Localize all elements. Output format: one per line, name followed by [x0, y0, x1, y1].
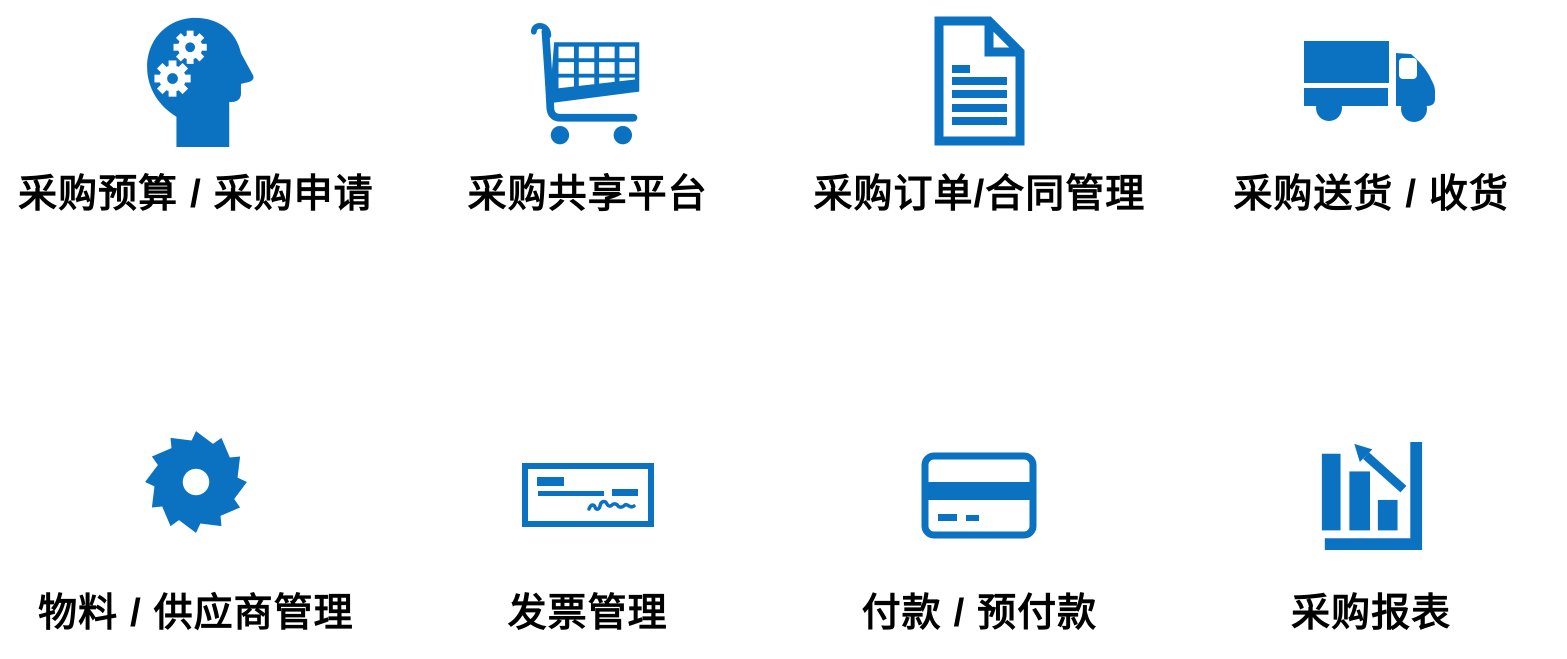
- module-label: 采购报表: [1291, 592, 1452, 635]
- head-gears-icon: [136, 15, 256, 147]
- bank-check-icon: [521, 463, 654, 527]
- bar-chart-icon: [1316, 439, 1426, 552]
- module-label: 付款 / 预付款: [861, 592, 1098, 635]
- module-label: 物料 / 供应商管理: [38, 592, 354, 635]
- module-label: 采购订单/合同管理: [813, 172, 1146, 216]
- shopping-cart-icon: [529, 15, 647, 147]
- module-label: 采购送货 / 收货: [1233, 172, 1509, 216]
- module-label: 发票管理: [507, 592, 668, 635]
- module-label: 采购预算 / 采购申请: [18, 172, 374, 216]
- icon-row-1: [0, 0, 1567, 162]
- row-gap: [0, 226, 1567, 410]
- icon-row-2: [0, 410, 1567, 580]
- label-band-row2: 物料 / 供应商管理 发票管理 付款 / 预付款 采购报表: [0, 580, 1567, 647]
- saw-blade-icon: [143, 427, 249, 537]
- document-icon: [932, 16, 1027, 146]
- delivery-truck-icon: [1301, 38, 1441, 124]
- module-label: 采购共享平台: [467, 172, 708, 216]
- credit-card-icon: [921, 452, 1037, 539]
- label-band-row1: 采购预算 / 采购申请 采购共享平台 采购订单/合同管理 采购送货 / 收货: [0, 162, 1567, 226]
